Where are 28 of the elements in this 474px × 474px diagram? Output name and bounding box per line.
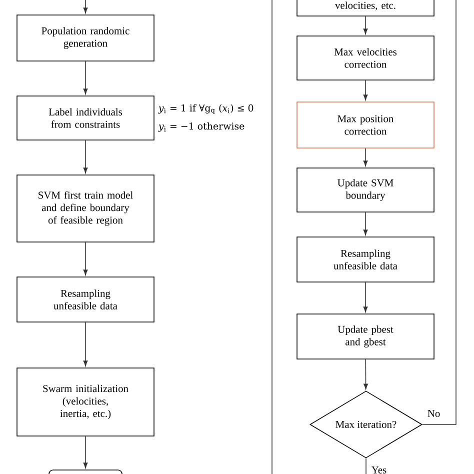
arrow [83, 140, 88, 174]
formula-text: y$_{i}$ = −1 otherwise [158, 122, 244, 132]
arrow [363, 80, 368, 100]
arrow [364, 359, 368, 390]
process-box: Swarm initialization (velocities, inertia, etc.) [16, 368, 154, 436]
process-box: Max velocities correction [296, 36, 434, 80]
arrow [83, 242, 88, 276]
arrow [363, 282, 368, 312]
edge-label: No [428, 410, 440, 417]
arrow [363, 212, 368, 236]
formula-text: y$_{i}$ = 1 if ∀g$_{q}$ (x$_{i}$) ≤ 0 [158, 104, 254, 114]
edge-label: Yes [372, 466, 386, 474]
process-box: Update pbest and gbest [296, 314, 434, 360]
arrow [83, 61, 88, 94]
terminal-box [48, 470, 122, 474]
arrow [83, 436, 88, 468]
process-box: Population randomic generation [16, 14, 154, 62]
process-box: SVM first train model and define boundary of feasible region [16, 174, 154, 242]
arrow [83, 322, 88, 366]
process-box: Update SVM boundary [296, 168, 434, 212]
process-box: Resampling unfeasible data [16, 276, 154, 322]
arrow [363, 16, 368, 34]
process-box: Resampling unfeasible data [296, 236, 434, 282]
process-box: Label individuals from constraints [16, 96, 154, 140]
arrow [83, 0, 88, 14]
process-box: velocities, etc. [296, 0, 434, 16]
process-box: Max position correction [296, 102, 434, 148]
arrow [363, 148, 368, 166]
